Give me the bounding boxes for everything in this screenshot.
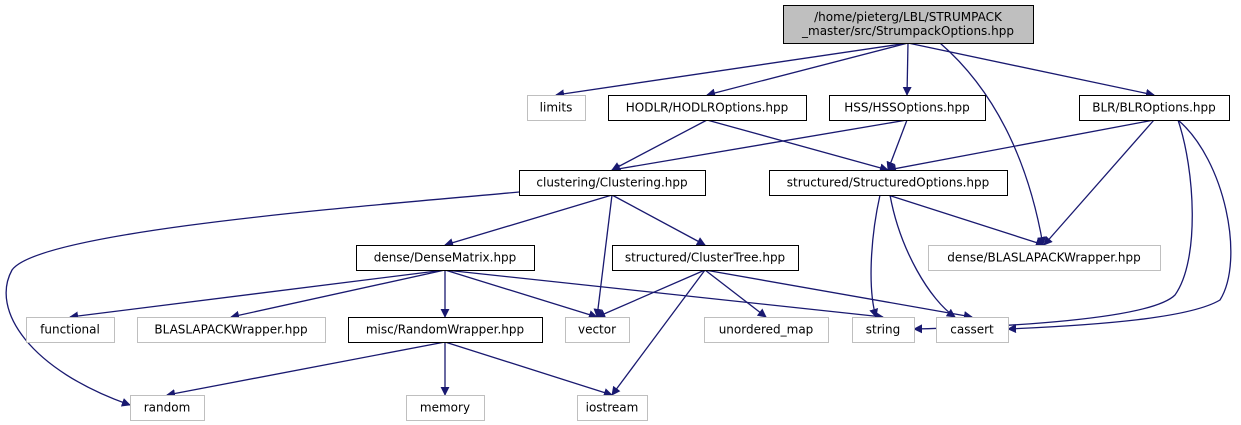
graph-edges (5, 42, 1232, 407)
edge-structuredopts-to-denseblas (887, 194, 1045, 247)
edge-root-to-hss (902, 42, 912, 96)
node-random: random (130, 395, 205, 421)
edge-root-to-hodlr (706, 42, 909, 98)
node-label: limits (540, 101, 573, 115)
node-hss[interactable]: HSS/HSSOptions.hpp (829, 95, 986, 121)
edge-clustertree-to-iostream (611, 269, 706, 396)
node-label: functional (40, 323, 100, 337)
node-label: iostream (586, 401, 639, 415)
edge-densematrix-to-string (444, 269, 884, 321)
edge-root-to-denseblas (939, 42, 1047, 246)
edge-structuredopts-to-string (869, 194, 881, 318)
node-string: string (852, 317, 915, 343)
node-label: _master/src/StrumpackOptions.hpp (801, 24, 1014, 38)
node-densematrix[interactable]: dense/DenseMatrix.hpp (356, 245, 535, 271)
edge-densematrix-to-vector (444, 269, 598, 319)
node-box (783, 5, 1034, 44)
edge-structuredopts-to-cassert (889, 194, 956, 318)
node-blaswrapper: BLASLAPACKWrapper.hpp (137, 317, 326, 343)
node-blr[interactable]: BLR/BLROptions.hpp (1079, 95, 1230, 121)
node-vector: vector (565, 317, 630, 343)
node-label: misc/RandomWrapper.hpp (366, 323, 524, 337)
node-label: structured/StructuredOptions.hpp (787, 176, 990, 190)
node-root[interactable]: /home/pieterg/LBL/STRUMPACK_master/src/S… (783, 5, 1034, 44)
edge-clustering-to-densematrix (444, 194, 613, 247)
node-box (608, 95, 807, 121)
node-box (519, 170, 706, 196)
edge-root-to-blr (907, 42, 1155, 98)
edge-clustertree-to-cassert (704, 269, 973, 321)
edge-clustertree-to-vector (596, 269, 706, 318)
node-structuredopts[interactable]: structured/StructuredOptions.hpp (769, 170, 1008, 196)
node-unordered-map: unordered_map (704, 317, 829, 343)
node-label: dense/DenseMatrix.hpp (374, 251, 517, 265)
edge-blr-to-denseblas (1043, 119, 1155, 246)
edge-clustering-to-clustertree (611, 194, 706, 246)
node-memory: memory (406, 395, 485, 421)
node-box (348, 317, 543, 343)
node-denseblas: dense/BLASLAPACKWrapper.hpp (928, 245, 1161, 271)
edge-blr-to-cassert (1007, 119, 1232, 334)
edge-randomwrapper-to-random (166, 341, 446, 398)
node-label: BLASLAPACKWrapper.hpp (154, 323, 307, 337)
edge-root-to-limits (555, 42, 909, 99)
node-label: structured/ClusterTree.hpp (625, 251, 785, 265)
graph-nodes: /home/pieterg/LBL/STRUMPACK_master/src/S… (26, 5, 1230, 421)
node-cassert: cassert (936, 317, 1009, 343)
node-label: /home/pieterg/LBL/STRUMPACK (814, 10, 1003, 24)
edge-hodlr-to-structuredopts (706, 119, 889, 173)
edge-randomwrapper-to-iostream (444, 341, 613, 397)
node-label: clustering/Clustering.hpp (536, 176, 687, 190)
node-randomwrapper[interactable]: misc/RandomWrapper.hpp (348, 317, 543, 343)
node-box (356, 245, 535, 271)
node-box (936, 317, 1009, 343)
node-box (137, 317, 326, 343)
edge-clustering-to-random (5, 191, 520, 407)
node-box (704, 317, 829, 343)
node-label: HODLR/HODLROptions.hpp (626, 101, 788, 115)
node-label: memory (420, 401, 470, 415)
node-box (852, 317, 915, 343)
node-label: BLR/BLROptions.hpp (1092, 101, 1216, 115)
node-box (577, 395, 648, 421)
node-box (769, 170, 1008, 196)
node-label: unordered_map (719, 323, 814, 337)
edge-hss-to-structuredopts (886, 119, 908, 171)
node-box (928, 245, 1161, 271)
node-label: HSS/HSSOptions.hpp (844, 101, 970, 115)
node-box (26, 317, 115, 343)
node-clustertree[interactable]: structured/ClusterTree.hpp (612, 245, 799, 271)
edge-clustertree-to-unordered_map (704, 269, 767, 318)
node-box (130, 395, 205, 421)
node-iostream: iostream (577, 395, 648, 421)
node-hodlr[interactable]: HODLR/HODLROptions.hpp (608, 95, 807, 121)
node-label: cassert (950, 323, 994, 337)
edge-densematrix-to-blaswrapper (230, 269, 446, 320)
node-functional: functional (26, 317, 115, 343)
node-clustering[interactable]: clustering/Clustering.hpp (519, 170, 706, 196)
edge-blr-to-string (913, 119, 1193, 334)
node-limits: limits (527, 95, 586, 121)
node-box (1079, 95, 1230, 121)
node-box (829, 95, 986, 121)
node-label: dense/BLASLAPACKWrapper.hpp (947, 251, 1140, 265)
edge-blr-to-structuredopts (887, 119, 1155, 173)
node-box (527, 95, 586, 121)
edge-densematrix-to-functional (69, 269, 446, 321)
node-label: vector (578, 323, 616, 337)
edge-hodlr-to-clustering (611, 119, 708, 171)
node-box (565, 317, 630, 343)
node-box (406, 395, 485, 421)
edge-hss-to-clustering (611, 119, 908, 174)
node-label: string (866, 323, 900, 337)
node-box (612, 245, 799, 271)
node-label: random (144, 401, 191, 415)
edge-clustering-to-vector (593, 194, 613, 318)
